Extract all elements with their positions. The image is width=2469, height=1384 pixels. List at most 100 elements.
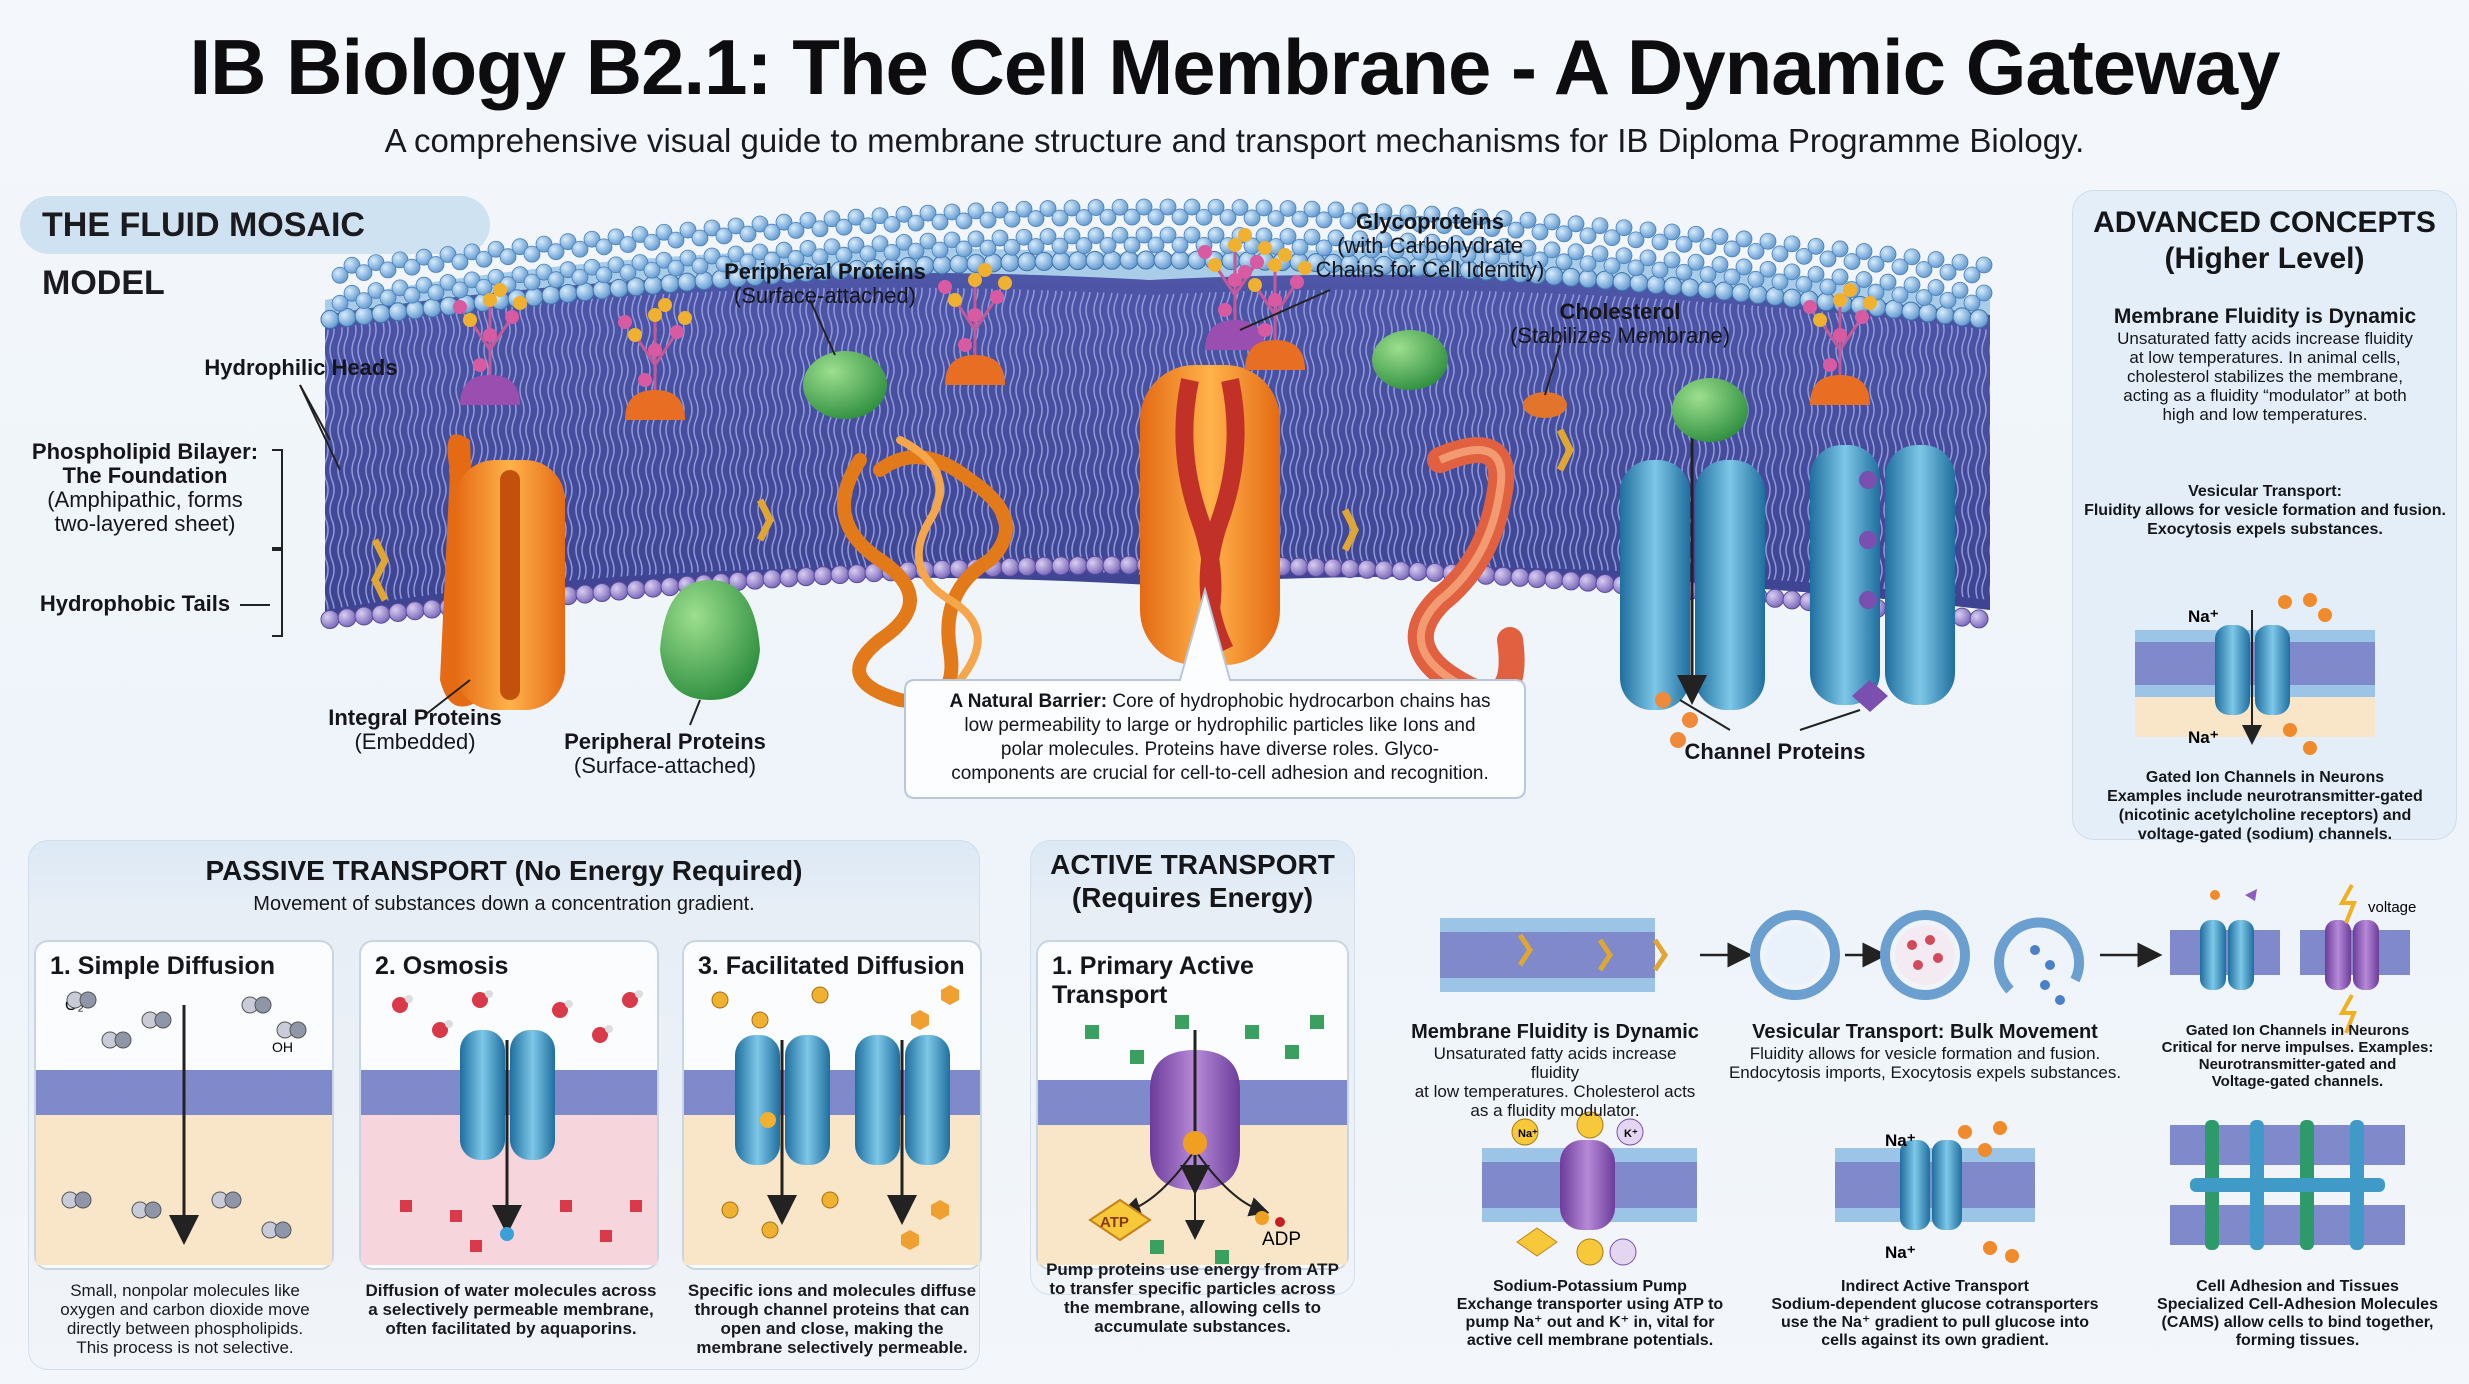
barrier-text: A Natural Barrier: Core of hydrophobic h… (920, 690, 1520, 786)
peripheral-protein-right (1672, 378, 1748, 442)
active-heading-1: ACTIVE TRANSPORT (1050, 849, 1335, 880)
caption-line: to transfer specific particles across (1049, 1279, 1336, 1298)
lower-pump: Sodium-Potassium Pump Exchange transport… (1450, 1278, 1730, 1350)
channel-protein-2 (1810, 445, 1955, 712)
advanced-fluidity-title: Membrane Fluidity is Dynamic (2113, 305, 2417, 328)
peripheral-bottom-title: Peripheral Proteins (564, 729, 766, 754)
text-line: at low temperatures. Cholesterol acts (1414, 1082, 1696, 1101)
simple-diffusion-membrane (36, 1005, 332, 1265)
adp-label: ADP (1262, 1229, 1301, 1250)
advanced-fluidity: Membrane Fluidity is Dynamic Unsaturated… (2080, 305, 2450, 424)
sodium-potassium-pump: Na⁺ K⁺ (1482, 1111, 1697, 1266)
peripheral-top-sub: (Surface-attached) (733, 283, 917, 308)
bilayer-title-2: The Foundation (62, 463, 228, 488)
pump-k-label: K⁺ (1624, 1128, 1638, 1140)
cholesterol-title: Cholesterol (1559, 299, 1681, 324)
text-line: cells against its own gradient. (1821, 1332, 2049, 1349)
text-line: Fluidity allows for vesicle formation an… (1749, 1044, 2101, 1063)
integral-sub: (Embedded) (354, 729, 476, 754)
cholesterol-sub: (Stabilizes Membrane) (1509, 323, 1731, 348)
active-heading-2: (Requires Energy) (1071, 882, 1314, 913)
caption-simple-diffusion: Small, nonpolar molecules like oxygen an… (30, 1281, 340, 1357)
text-line: (nicotinic acetylcholine receptors) and (2118, 807, 2412, 824)
lower-cams: Cell Adhesion and Tissues Specialized Ce… (2135, 1278, 2460, 1350)
caption-line: a selectively permeable membrane, (368, 1300, 654, 1319)
text-line: pump Na⁺ out and K⁺ in, vital for (1465, 1314, 1715, 1331)
peripheral-protein-bottom (660, 580, 760, 700)
text-line: at low temperatures. In animal cells, (2129, 348, 2401, 367)
glyco-sub-2: Chains for Cell Identity) (1315, 257, 1545, 282)
indirect-active-transport: Na⁺ Na⁺ (1835, 1121, 2035, 1263)
text-line: Exchange transporter using ATP to (1456, 1296, 1724, 1313)
caption-line: through channel proteins that can (694, 1300, 970, 1319)
text-line: Critical for nerve impulses. Examples: (2161, 1039, 2434, 1056)
text-line: active cell membrane potentials. (1466, 1332, 1714, 1349)
label-cholesterol: Cholesterol (Stabilizes Membrane) (1500, 300, 1740, 348)
text-line: Fluidity allows for vesicle formation an… (2084, 502, 2446, 519)
peripheral-protein-top (803, 351, 887, 419)
cholesterol-icon (371, 392, 1574, 602)
active-heading: ACTIVE TRANSPORT (Requires Energy) (1030, 848, 1355, 914)
facilitated-membrane (684, 1035, 980, 1265)
advanced-heading-2: (Higher Level) (2164, 242, 2365, 275)
lower-fluidity: Membrane Fluidity is Dynamic Unsaturated… (1410, 1020, 1700, 1120)
text-line: Sodium-Potassium Pump (1493, 1278, 1687, 1295)
text-line: Examples include neurotransmitter-gated (2107, 788, 2423, 805)
text-line: Cell Adhesion and Tissues (2196, 1278, 2399, 1295)
barrier-callout (904, 586, 1526, 799)
text-line: Voltage-gated channels. (2211, 1073, 2384, 1090)
indirect-na-top: Na⁺ (1885, 1131, 1916, 1150)
na-label-top: Na⁺ (2188, 607, 2219, 626)
label-peripheral-bottom: Peripheral Proteins (Surface-attached) (540, 730, 790, 778)
text-line: forming tissues. (2235, 1332, 2360, 1349)
na-label-bottom: Na⁺ (2188, 728, 2219, 747)
text-line: Specialized Cell-Adhesion Molecules (2157, 1296, 2438, 1313)
lightning-icon (2338, 884, 2357, 924)
advanced-vesicular: Vesicular Transport: Fluidity allows for… (2075, 482, 2455, 539)
barrier-lead: A Natural Barrier: (949, 691, 1108, 712)
text-line: Sodium-dependent glucose cotransporters (1771, 1296, 2099, 1313)
label-glycoproteins: Glycoproteins (with Carbohydrate Chains … (1300, 210, 1560, 282)
barrier-line-3: polar molecules. Proteins have diverse r… (1000, 739, 1440, 760)
atp-badge (1088, 1198, 1152, 1242)
bilayer-sub: (Amphipathic, forms (47, 487, 243, 512)
caption-line: often facilitated by aquaporins. (385, 1319, 637, 1338)
text-line: Neurotransmitter-gated and (2198, 1056, 2397, 1073)
integral-protein (440, 434, 565, 710)
vesicle-2 (1880, 910, 1970, 1000)
caption-line: oxygen and carbon dioxide move (60, 1300, 310, 1319)
cell-adhesion-illustration (2170, 1120, 2405, 1250)
gated-channel-small (2170, 884, 2410, 1034)
text-line: Gated Ion Channels in Neurons (2145, 769, 2385, 786)
text-line: Gated Ion Channels in Neurons (2185, 1022, 2410, 1039)
label-pointers (240, 289, 1861, 731)
advanced-gated: Gated Ion Channels in Neurons Examples i… (2075, 768, 2455, 844)
caption-line: This process is not selective. (76, 1338, 294, 1357)
card-title: 1. Primary Active Transport (1052, 952, 1254, 1009)
label-integral: Integral Proteins (Embedded) (300, 706, 530, 754)
lower-vesicle-title: Vesicular Transport: Bulk Movement (1752, 1021, 2098, 1043)
text-line: acting as a fluidity “modulator” at both (2123, 386, 2407, 405)
bilayer-title: Phospholipid Bilayer: (31, 439, 259, 464)
lower-vesicle: Vesicular Transport: Bulk Movement Fluid… (1715, 1020, 2135, 1082)
passive-heading: PASSIVE TRANSPORT (No Energy Required) (205, 855, 803, 886)
passive-sub: Movement of substances down a concentrat… (253, 893, 755, 915)
integral-title: Integral Proteins (328, 705, 502, 730)
phospholipid-heads (320, 198, 1993, 629)
peripheral-protein-top-2 (1372, 330, 1448, 390)
text-line: Exocytosis expels substances. (2147, 521, 2383, 538)
label-channel-proteins: Channel Proteins (1684, 739, 1866, 764)
pump-na-label: Na⁺ (1518, 1128, 1538, 1140)
page-subtitle: A comprehensive visual guide to membrane… (384, 122, 2085, 159)
vesicle-3 (1994, 917, 2084, 1005)
fluid-mosaic-heading: THE FLUID MOSAIC MODEL (20, 196, 490, 302)
text-line: as a fluidity modulator. (1470, 1101, 1640, 1120)
label-peripheral-top: Peripheral Proteins (Surface-attached) (700, 260, 950, 308)
card-title: 2. Osmosis (375, 952, 509, 980)
glyco-sub-1: (with Carbohydrate (1337, 233, 1523, 258)
